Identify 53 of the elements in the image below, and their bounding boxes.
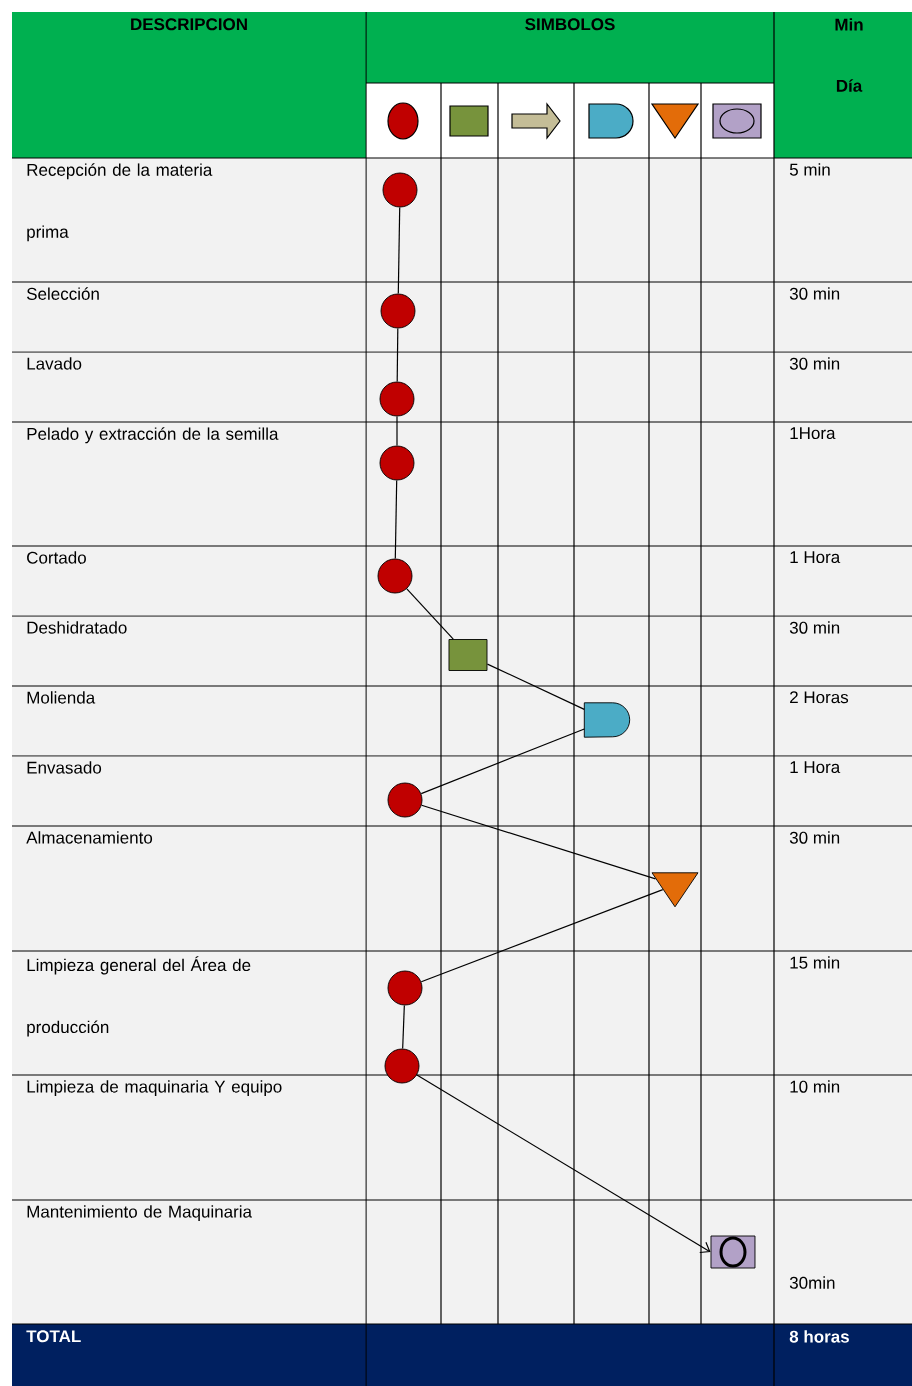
column-header: DESCRIPCION	[131, 18, 247, 31]
description-cell: Envasado	[27, 761, 102, 774]
operation-circle	[384, 1048, 420, 1084]
time-cell: 1 Hora	[790, 551, 841, 564]
operation-circle	[379, 381, 415, 417]
column-header: Min	[835, 18, 863, 31]
delay-symbol	[583, 702, 631, 738]
transport-square	[448, 639, 488, 671]
description-cell: Limpieza de maquinaria Y equipo	[27, 1080, 282, 1097]
total-label: TOTAL	[26, 1330, 81, 1343]
description-cell: Limpieza general del Área de producción	[27, 956, 251, 1037]
time-cell: 2 Horas	[790, 691, 849, 704]
time-cell: 5 min	[789, 163, 830, 176]
connector-line	[396, 327, 399, 383]
time-cell: 30 min	[789, 621, 840, 634]
description-cell: Selección	[26, 287, 99, 300]
connector-line	[394, 479, 398, 560]
column-header: SIMBOLOS	[525, 18, 615, 31]
time-cell: 30min	[789, 1276, 835, 1289]
storage-triangle	[651, 872, 699, 908]
inspection-symbol	[710, 1235, 756, 1269]
time-cell: 15 min	[790, 956, 840, 969]
time-cell: 30 min	[789, 831, 840, 844]
connector-line	[421, 804, 657, 880]
total-time: 8 horas	[789, 1330, 849, 1343]
description-cell: Lavado	[27, 357, 82, 370]
connector-line	[402, 1004, 405, 1050]
operation-circle	[377, 558, 413, 594]
operation-circle	[380, 293, 416, 329]
description-cell: Cortado	[27, 551, 86, 564]
time-cell: 10 min	[790, 1080, 840, 1093]
operation-circle	[387, 782, 423, 818]
time-cell: 1Hora	[790, 427, 836, 440]
description-cell: Deshidratado	[27, 621, 127, 634]
connector-line	[406, 588, 454, 640]
connector-line	[420, 889, 664, 983]
connector-line	[486, 663, 585, 710]
connector-line	[420, 728, 585, 795]
time-cell: 30 min	[789, 287, 840, 300]
connector-line	[396, 415, 398, 447]
operation-circle	[382, 172, 418, 208]
description-cell: Pelado y extracción de la semilla	[27, 427, 279, 444]
description-cell: Molienda	[27, 691, 96, 704]
time-cell: 30 min	[789, 357, 840, 370]
connector-line	[397, 206, 401, 295]
column-header: Día	[836, 79, 863, 92]
operation-circle	[379, 445, 415, 481]
connector-line	[416, 1074, 711, 1254]
description-cell: Recepción de la materia prima	[27, 163, 213, 242]
description-cell: Almacenamiento	[26, 831, 153, 844]
description-cell: Mantenimiento de Maquinaria	[27, 1205, 252, 1222]
time-cell: 1 Hora	[790, 761, 841, 774]
operation-circle	[387, 970, 423, 1006]
